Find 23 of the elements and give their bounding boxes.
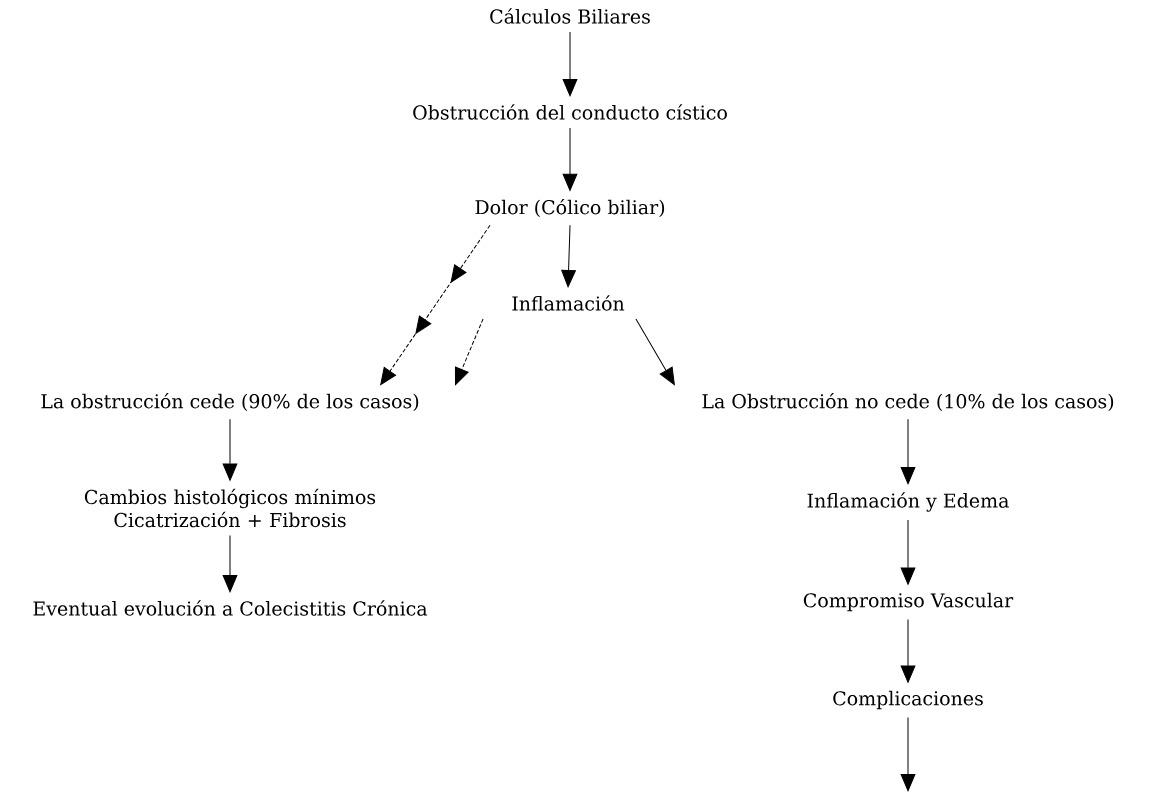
arrow [900,716,916,792]
flow-text: Inflamación y Edema [807,492,1009,512]
flow-text: Complicaciones [833,690,983,710]
arrow [561,224,576,288]
flow-text: Dolor (Cólico biliar) [475,198,665,218]
arrow [222,534,238,593]
flow-text: Obstrucción del conducto cístico [413,104,727,120]
arrow [900,418,916,485]
flow-text: Cambios histológicos mínimos Cicatrización + Fibrosis [84,488,376,528]
arrow [222,418,238,481]
flow-text: Eventual evolución a Colecistitis Crónica [33,600,428,616]
arrow [635,318,675,386]
arrow [380,224,491,386]
flow-text: Inflamación [512,295,625,311]
flow-text: La obstrucción cede (90% de los casos) [41,392,419,412]
arrow [900,618,916,683]
arrow [562,31,578,97]
arrow [454,318,484,386]
flow-text: Cálculos Biliares [490,8,650,24]
arrow [900,519,916,585]
arrow [562,127,578,191]
flow-text: Compromiso Vascular [803,592,1014,612]
flow-text: La Obstrucción no cede (10% de los casos) [702,392,1114,412]
